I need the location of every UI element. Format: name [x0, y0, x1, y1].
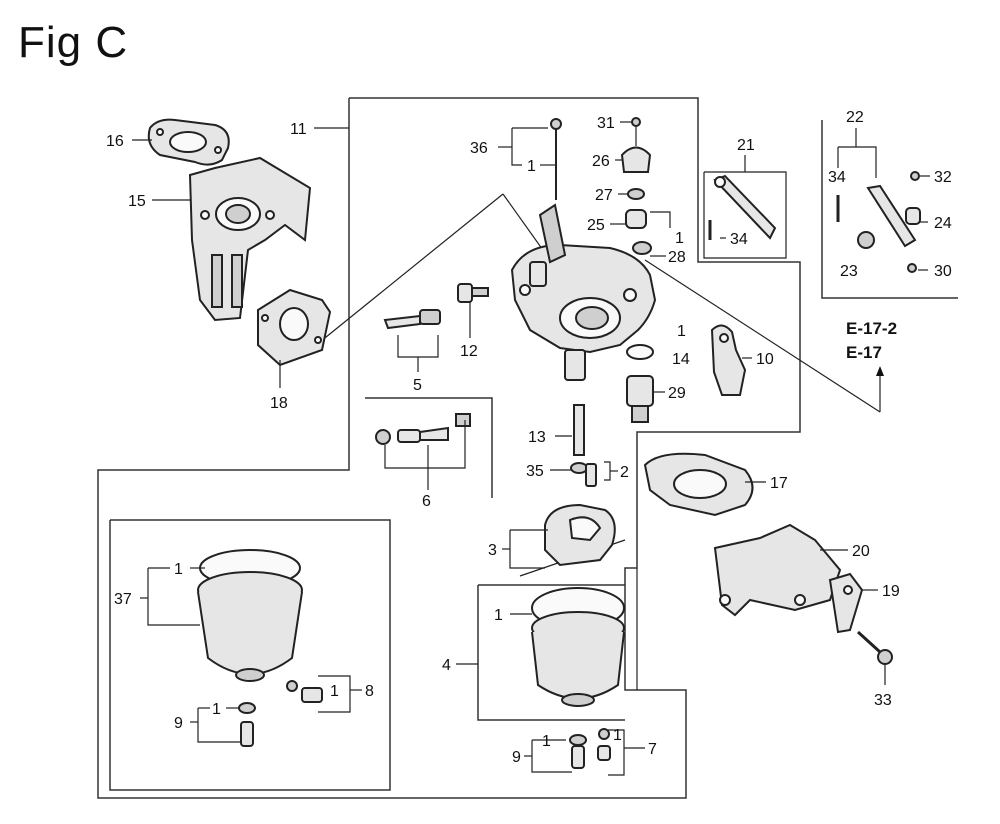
label-1-screw-left: 1: [330, 683, 339, 700]
label-8: 8: [365, 683, 374, 700]
part-12-pilot-screw: [457, 283, 489, 303]
part-9-drain-bolt-left: [238, 702, 256, 747]
part-36-choke-assembly: [550, 118, 562, 200]
part-10-float-valve: [710, 324, 747, 396]
label-1-washer-left: 1: [212, 701, 221, 718]
part-31-26-27-25-28-stack: [620, 117, 652, 255]
leader-lines: [132, 121, 930, 776]
label-36: 36: [470, 140, 488, 157]
figure-title: Fig C: [18, 18, 129, 67]
part-9-drain-bolt-right: [569, 728, 611, 769]
label-19: 19: [882, 583, 900, 600]
label-5: 5: [413, 377, 422, 394]
part-22-choke-lever-assembly: [836, 171, 921, 273]
label-9-left: 9: [174, 715, 183, 732]
label-29: 29: [668, 385, 686, 402]
label-28: 28: [668, 249, 686, 266]
label-1-washer-7: 1: [613, 727, 622, 744]
label-31: 31: [597, 115, 615, 132]
part-4-float-bowl: [531, 587, 625, 707]
label-16: 16: [106, 133, 124, 150]
part-14-o-ring: [626, 344, 654, 360]
label-21: 21: [737, 137, 755, 154]
part-18-gasket: [257, 288, 332, 367]
reference-labels: E-17-2 E-17: [846, 319, 897, 362]
label-10: 10: [756, 351, 774, 368]
part-20-bracket: [713, 523, 842, 617]
label-17: 17: [770, 475, 788, 492]
part-17-gasket: [643, 452, 754, 517]
label-1-washer-right: 1: [542, 733, 551, 750]
label-2: 2: [620, 464, 629, 481]
label-15: 15: [128, 193, 146, 210]
label-7: 7: [648, 741, 657, 758]
label-1-valve: 1: [675, 230, 684, 247]
label-20: 20: [852, 543, 870, 560]
label-1-bowl: 1: [494, 607, 503, 624]
part-3-float: [544, 503, 616, 567]
label-18: 18: [270, 395, 288, 412]
label-1-choke: 1: [527, 158, 536, 175]
label-9-right: 9: [512, 749, 521, 766]
part-8-drain-screw: [286, 680, 323, 703]
label-11: 11: [290, 121, 307, 138]
label-24: 24: [934, 215, 952, 232]
part-19-clamp: [828, 572, 864, 634]
label-3: 3: [488, 542, 497, 559]
label-14: 14: [672, 351, 690, 368]
part-6-jet-screws: [375, 413, 471, 445]
part-16-gasket: [147, 118, 230, 166]
part-37-float-bowl-left: [197, 549, 303, 682]
carburetor-body: [510, 203, 657, 381]
label-33: 33: [874, 692, 892, 709]
ref-e-17-2: E-17-2: [846, 319, 897, 338]
frame-lines: [97, 97, 958, 799]
part-13-main-nozzle: [570, 404, 597, 487]
part-33-bolt: [856, 630, 893, 665]
part-29-jet: [626, 375, 654, 423]
part-5-screw-spring: [383, 309, 441, 330]
label-26: 26: [592, 153, 610, 170]
label-34-choke: 34: [828, 169, 846, 186]
label-12: 12: [460, 343, 478, 360]
label-6: 6: [422, 493, 431, 510]
ref-e-17: E-17: [846, 343, 882, 362]
label-35: 35: [526, 463, 544, 480]
label-23: 23: [840, 263, 858, 280]
label-1-bowl-left: 1: [174, 561, 183, 578]
part-15-insulator-bracket: [188, 156, 312, 322]
label-4: 4: [442, 657, 451, 674]
label-25: 25: [587, 217, 605, 234]
label-1-oring: 1: [677, 323, 686, 340]
label-27: 27: [595, 187, 613, 204]
label-37: 37: [114, 591, 132, 608]
label-34-throttle: 34: [730, 231, 748, 248]
label-32: 32: [934, 169, 952, 186]
part-labels: 16 15 11 18 5 12 36 1 31 26 27 25 1 28 2…: [106, 109, 952, 766]
label-22: 22: [846, 109, 864, 126]
label-30: 30: [934, 263, 952, 280]
part-21-throttle-lever: [708, 174, 777, 240]
label-13: 13: [528, 429, 546, 446]
